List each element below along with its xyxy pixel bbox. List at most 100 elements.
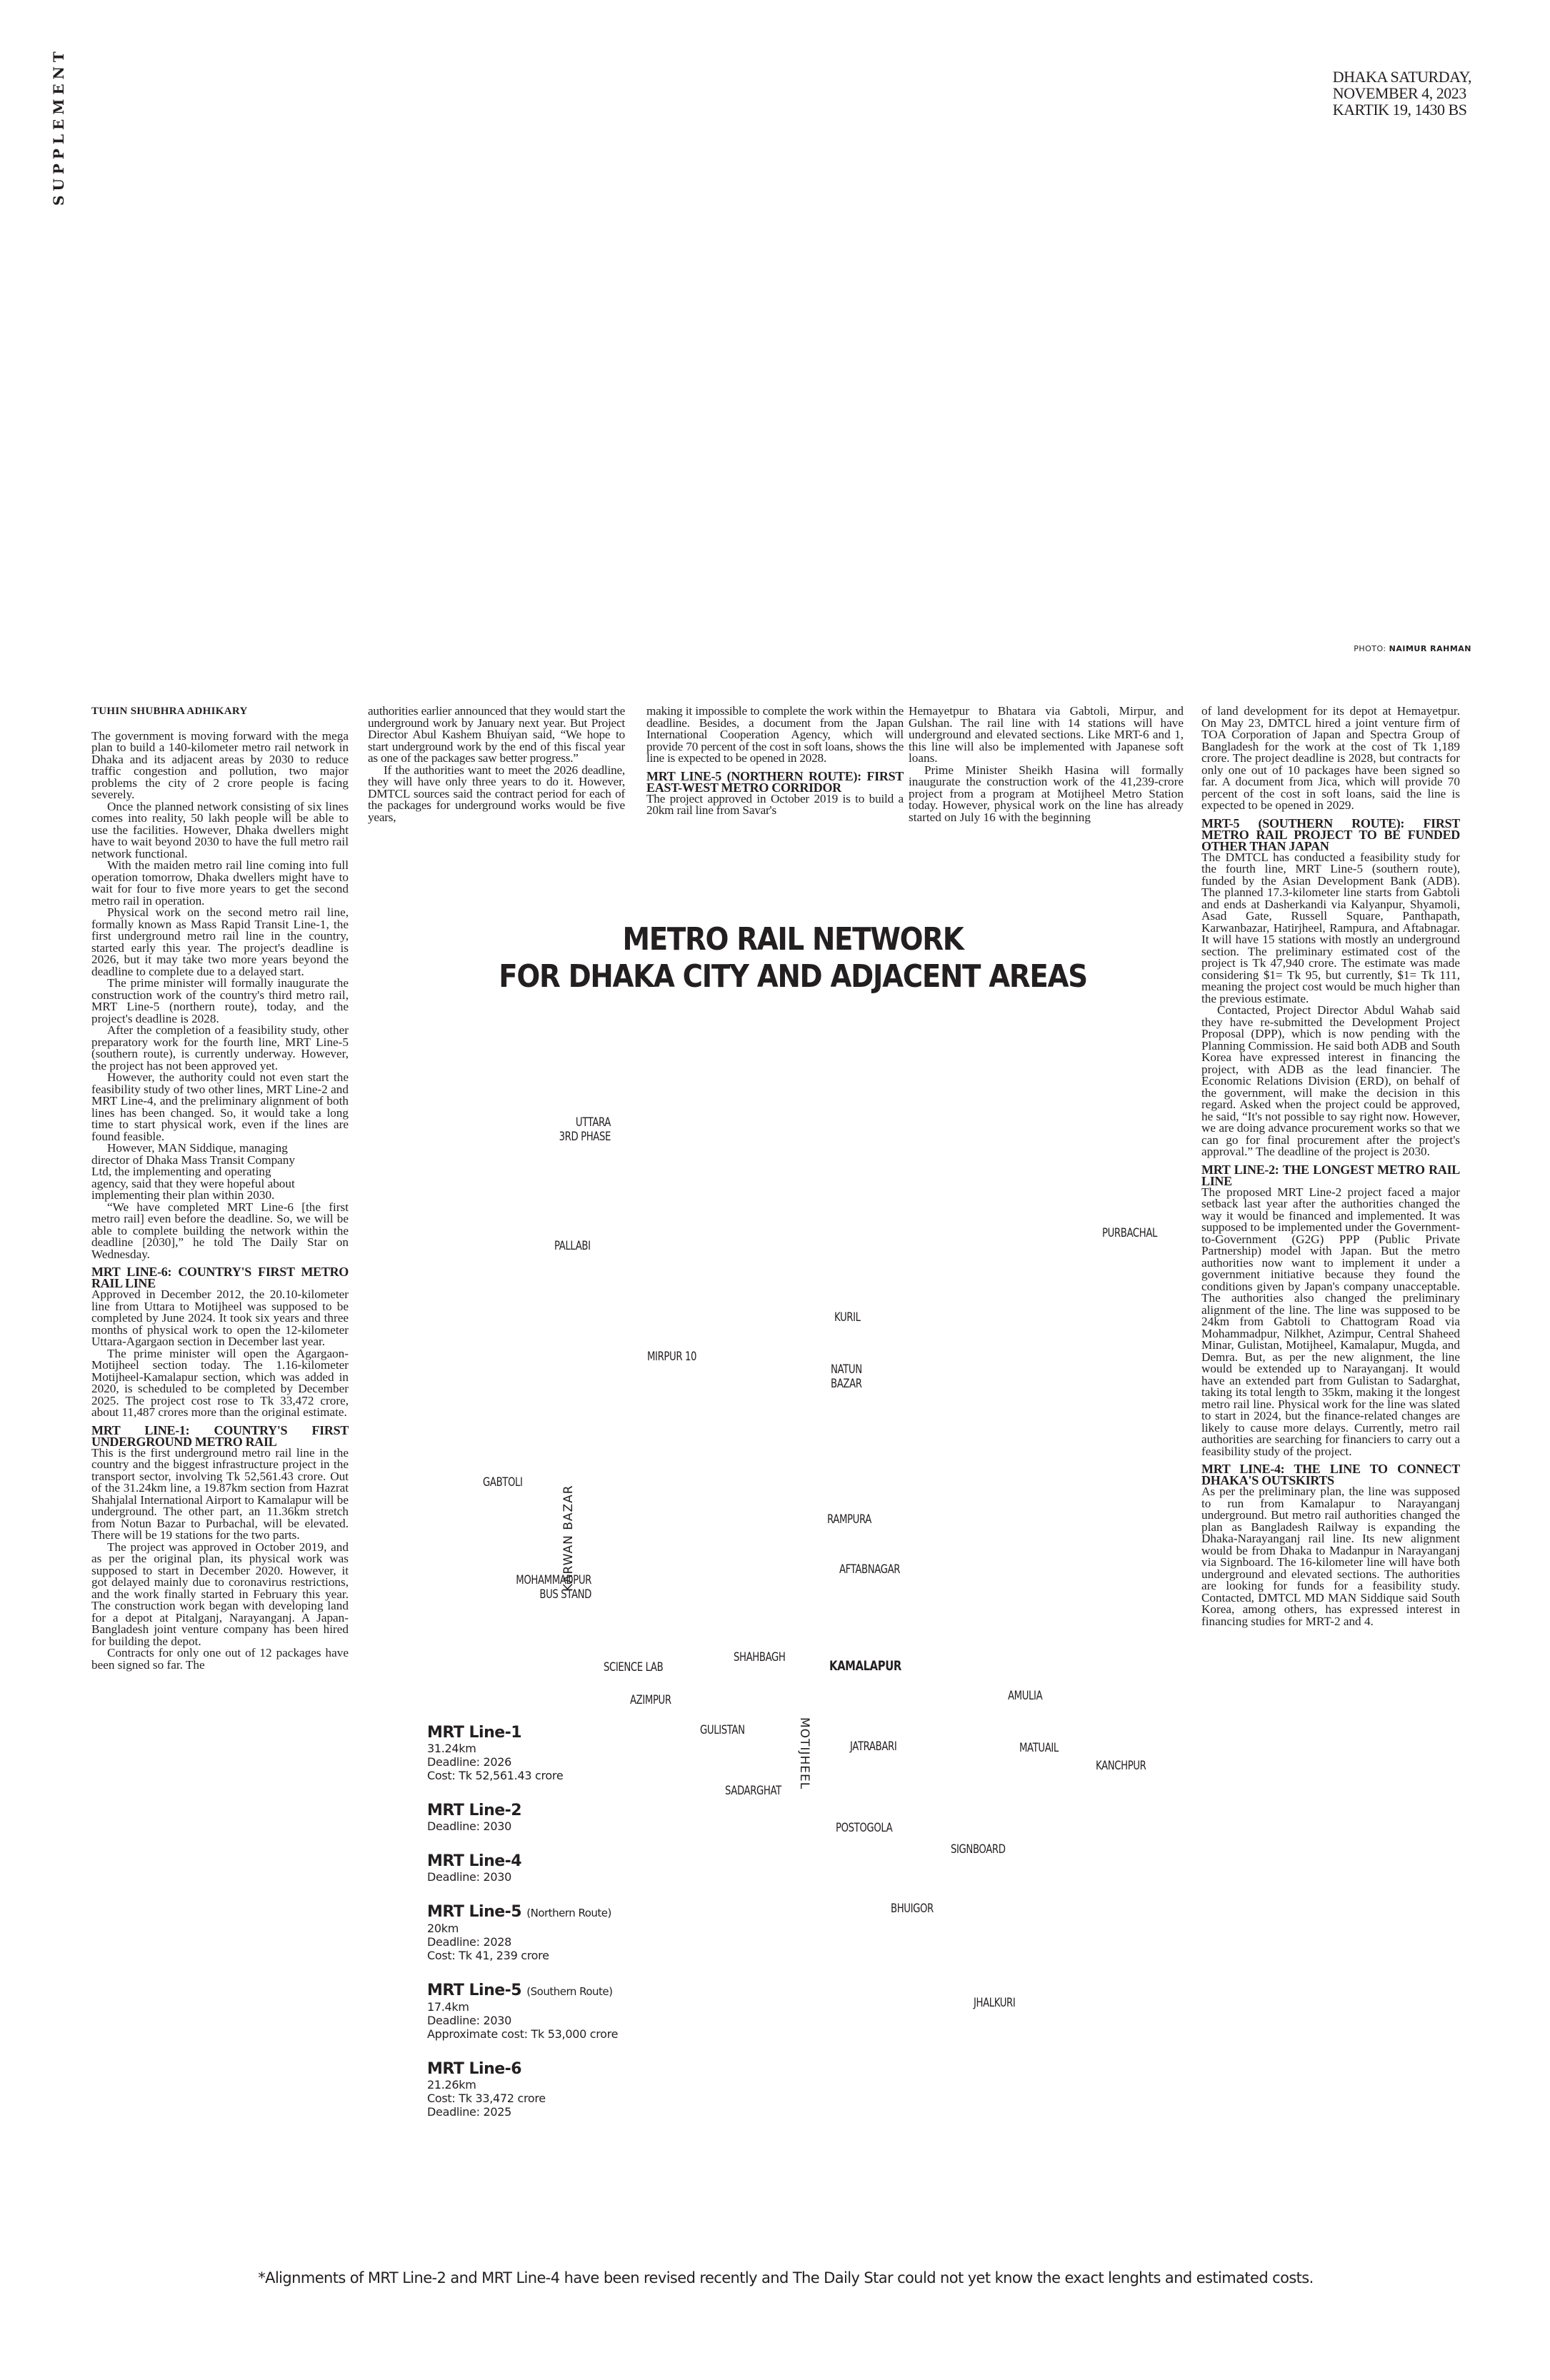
legend-line-label: MRT Line-1: [427, 1724, 522, 1742]
station-label-text: UTTARA: [575, 1115, 611, 1130]
paragraph: If the authorities want to meet the 2026…: [368, 763, 625, 824]
station-label-kanchpur: KANCHPUR: [1096, 1759, 1146, 1773]
legend-detail: Deadline: 2030: [427, 1819, 511, 1833]
section-label: SUPPLEMENT: [50, 47, 79, 206]
photo-credit-label: PHOTO:: [1354, 644, 1386, 653]
paragraph: The DMTCL has conducted a feasibility st…: [1201, 850, 1460, 1005]
paragraph: Contacted, Project Director Abdul Wahab …: [1201, 1003, 1460, 1158]
station-label-text: MOHAMMADPUR: [516, 1573, 591, 1587]
station-label-gulistan: GULISTAN: [700, 1723, 745, 1737]
paragraph: After the completion of a feasibility st…: [91, 1023, 349, 1073]
station-label-text: NATUN: [831, 1362, 862, 1377]
paragraph: Prime Minister Sheikh Hasina will formal…: [909, 763, 1184, 824]
station-label-signboard: SIGNBOARD: [951, 1842, 1006, 1857]
station-label-text: BAZAR: [831, 1377, 862, 1391]
legend-line-name: MRT Line-4: [427, 1853, 741, 1870]
legend-detail: Deadline: 2030: [427, 1870, 511, 1884]
photo-credit-name: NAIMUR RAHMAN: [1389, 644, 1471, 653]
legend-line-label: MRT Line-4: [427, 1852, 522, 1870]
legend-detail: Approximate cost: Tk 53,000 crore: [427, 2027, 619, 2041]
paragraph: The project was approved in October 2019…: [91, 1540, 349, 1648]
legend-detail: Cost: Tk 52,561.43 crore: [427, 1769, 564, 1782]
subheading-line5-northern: MRT LINE-5 (NORTHERN ROUTE): FIRST EAST-…: [646, 768, 904, 795]
station-label-mohammadpur-bus-stand: MOHAMMADPUR BUS STAND: [514, 1573, 591, 1602]
legend-detail: Deadline: 2028: [427, 1935, 511, 1949]
byline: TUHIN SHUBHRA ADHIKARY: [91, 706, 248, 717]
legend-item-line5-northern: MRT Line-5 (Northern Route) 20km Deadlin…: [427, 1904, 741, 1963]
paragraph: Physical work on the second metro rail l…: [91, 905, 349, 978]
legend-item-line2: MRT Line-2 Deadline: 2030: [427, 1802, 741, 1834]
dateline-date: NOVEMBER 4, 2023: [1332, 84, 1466, 102]
station-label-purbachal: PURBACHAL: [1102, 1226, 1158, 1240]
article-column-5: of land development for its depot at Hem…: [1201, 704, 1460, 1628]
paragraph: making it impossible to complete the wor…: [646, 704, 904, 765]
station-label-rampura: RAMPURA: [827, 1512, 871, 1527]
paragraph: This is the first underground metro rail…: [91, 1445, 349, 1542]
station-label-amulia: AMULIA: [1008, 1689, 1043, 1703]
paragraph: As per the preliminary plan, the line wa…: [1201, 1485, 1460, 1628]
subheading-line4: MRT LINE-4: THE LINE TO CONNECT DHAKA'S …: [1201, 1462, 1460, 1487]
paragraph: However, the authority could not even st…: [91, 1070, 349, 1143]
article-column-2: authorities earlier announced that they …: [368, 705, 625, 824]
legend-detail: 31.24km: [427, 1742, 476, 1755]
paragraph: However, MAN Siddique, managing director…: [91, 1141, 295, 1202]
legend-detail: Deadline: 2030: [427, 2014, 511, 2027]
station-label-uttara: UTTARA 3RD PHASE: [549, 1115, 611, 1144]
legend-detail: Deadline: 2025: [427, 2105, 511, 2119]
legend-detail: Cost: Tk 41, 239 crore: [427, 1949, 549, 1962]
station-label-azimpur: AZIMPUR: [630, 1693, 671, 1707]
subheading-line2: MRT LINE-2: THE LONGEST METRO RAIL LINE: [1201, 1162, 1460, 1188]
station-label-aftabnagar: AFTABNAGAR: [839, 1562, 901, 1577]
station-label-science-lab: SCIENCE LAB: [604, 1660, 664, 1674]
station-label-natun-bazar: NATUN BAZAR: [831, 1362, 862, 1391]
station-label-jhalkuri: JHALKURI: [974, 1996, 1016, 2010]
legend-detail: 21.26km: [427, 2078, 476, 2092]
map-legend: MRT Line-1 31.24km Deadline: 2026 Cost: …: [427, 1724, 741, 2139]
station-label-kamalapur: KAMALAPUR: [829, 1658, 901, 1674]
paragraph: The government is moving forward with th…: [91, 728, 349, 801]
legend-detail: 20km: [427, 1922, 459, 1935]
paragraph: With the maiden metro rail line coming i…: [91, 858, 349, 908]
paragraph: “We have completed MRT Line-6 [the first…: [91, 1200, 349, 1261]
dateline-bengali-date: KARTIK 19, 1430 BS: [1332, 101, 1467, 119]
paragraph: The proposed MRT Line-2 project faced a …: [1201, 1185, 1460, 1458]
legend-detail: 17.4km: [427, 2000, 469, 2014]
station-label-mirpur-10: MIRPUR 10: [647, 1350, 697, 1364]
legend-route-label: (Northern Route): [526, 1907, 611, 1919]
legend-line-label: MRT Line-5: [427, 1903, 522, 1921]
station-label-pallabi: PALLABI: [554, 1239, 591, 1253]
dateline-day: DHAKA SATURDAY,: [1332, 68, 1472, 86]
station-label-text: BUS STAND: [539, 1587, 591, 1602]
legend-item-line6: MRT Line-6 21.26km Cost: Tk 33,472 crore…: [427, 2061, 741, 2119]
section-label-text: SUPPLEMENT: [50, 47, 67, 206]
legend-line-name: MRT Line-1: [427, 1724, 741, 1742]
graphic-footnote: *Alignments of MRT Line-2 and MRT Line-4…: [258, 2269, 1314, 2286]
subheading-line1: MRT LINE-1: COUNTRY'S FIRST UNDERGROUND …: [91, 1422, 349, 1449]
legend-route-label: (Southern Route): [526, 1985, 613, 1998]
dateline: DHAKA SATURDAY, NOVEMBER 4, 2023 KARTIK …: [1332, 68, 1472, 119]
subheading-line5-southern: MRT-5 (SOUTHERN ROUTE): FIRST METRO RAIL…: [1201, 815, 1460, 853]
legend-item-line5-southern: MRT Line-5 (Southern Route) 17.4km Deadl…: [427, 1982, 741, 2042]
graphic-title: METRO RAIL NETWORK FOR DHAKA CITY AND AD…: [447, 921, 1139, 995]
station-label-motijheel: MOTIJHEEL: [797, 1717, 811, 1790]
station-label-matuail: MATUAIL: [1019, 1741, 1059, 1755]
article-column-3: making it impossible to complete the wor…: [646, 704, 904, 817]
legend-line-name: MRT Line-5 (Northern Route): [427, 1904, 741, 1922]
article-column-4: Hemayetpur to Bhatara via Gabtoli, Mirpu…: [909, 704, 1184, 824]
subheading-line6: MRT LINE-6: COUNTRY'S FIRST METRO RAIL L…: [91, 1265, 349, 1290]
paragraph: of land development for its depot at Hem…: [1201, 704, 1460, 812]
station-label-text: 3RD PHASE: [559, 1130, 611, 1144]
legend-detail: Deadline: 2026: [427, 1755, 511, 1769]
article-column-1: TUHIN SHUBHRA ADHIKARY The government is…: [91, 706, 349, 1671]
graphic-title-line-1: METRO RAIL NETWORK: [622, 921, 964, 958]
paragraph: Once the planned network consisting of s…: [91, 799, 349, 860]
legend-line-name: MRT Line-5 (Southern Route): [427, 1982, 741, 2000]
paragraph: The prime minister will formally inaugur…: [91, 976, 349, 1025]
paragraph: Hemayetpur to Bhatara via Gabtoli, Mirpu…: [909, 704, 1184, 765]
legend-item-line4: MRT Line-4 Deadline: 2030: [427, 1853, 741, 1884]
legend-line-name: MRT Line-6: [427, 2061, 741, 2078]
station-label-shahbagh: SHAHBAGH: [734, 1650, 786, 1665]
legend-line-label: MRT Line-6: [427, 2060, 522, 2078]
legend-detail: Cost: Tk 33,472 crore: [427, 2092, 546, 2105]
station-label-jatrabari: JATRABARI: [850, 1739, 897, 1754]
